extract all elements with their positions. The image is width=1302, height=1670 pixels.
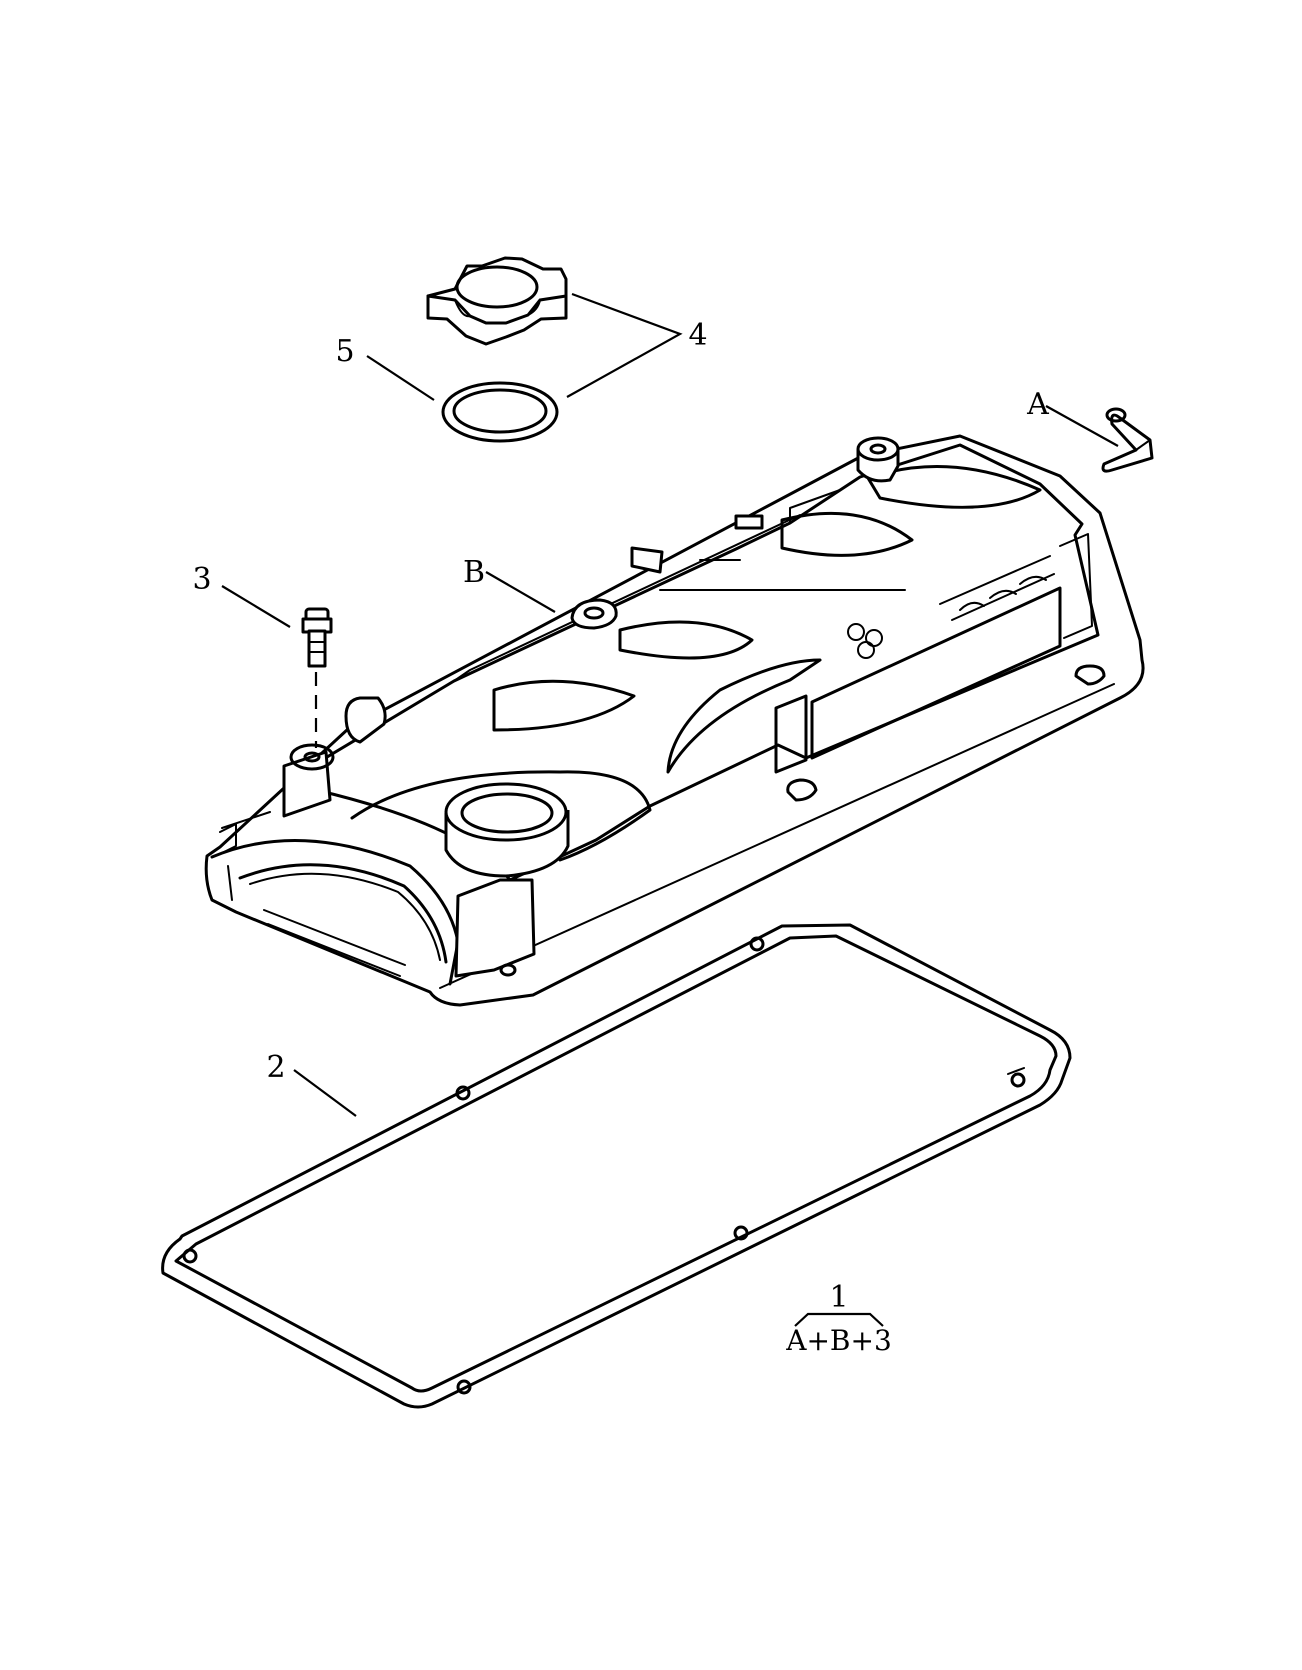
part-1-formula: A+B+3 [785, 1324, 892, 1357]
valve-cover [204, 434, 1145, 1007]
detail-a-label: A [1026, 387, 1049, 422]
callout-labels: 4 5 A B 3 2 1 A+B+3 [192, 318, 1049, 1357]
part-1-label: 1 [829, 1280, 848, 1315]
breather-elbow [1101, 407, 1154, 473]
o-ring-seal [441, 381, 559, 443]
detail-b-label: B [463, 555, 485, 590]
oil-filler-cap [426, 256, 568, 346]
cover-gasket [161, 923, 1072, 1409]
part-5-label: 5 [335, 334, 354, 369]
part-2-label: 2 [266, 1050, 285, 1085]
part-4-label: 4 [688, 318, 707, 353]
cover-screw [301, 607, 333, 748]
callout-lines [221, 292, 1119, 1327]
part-3-label: 3 [192, 562, 211, 597]
